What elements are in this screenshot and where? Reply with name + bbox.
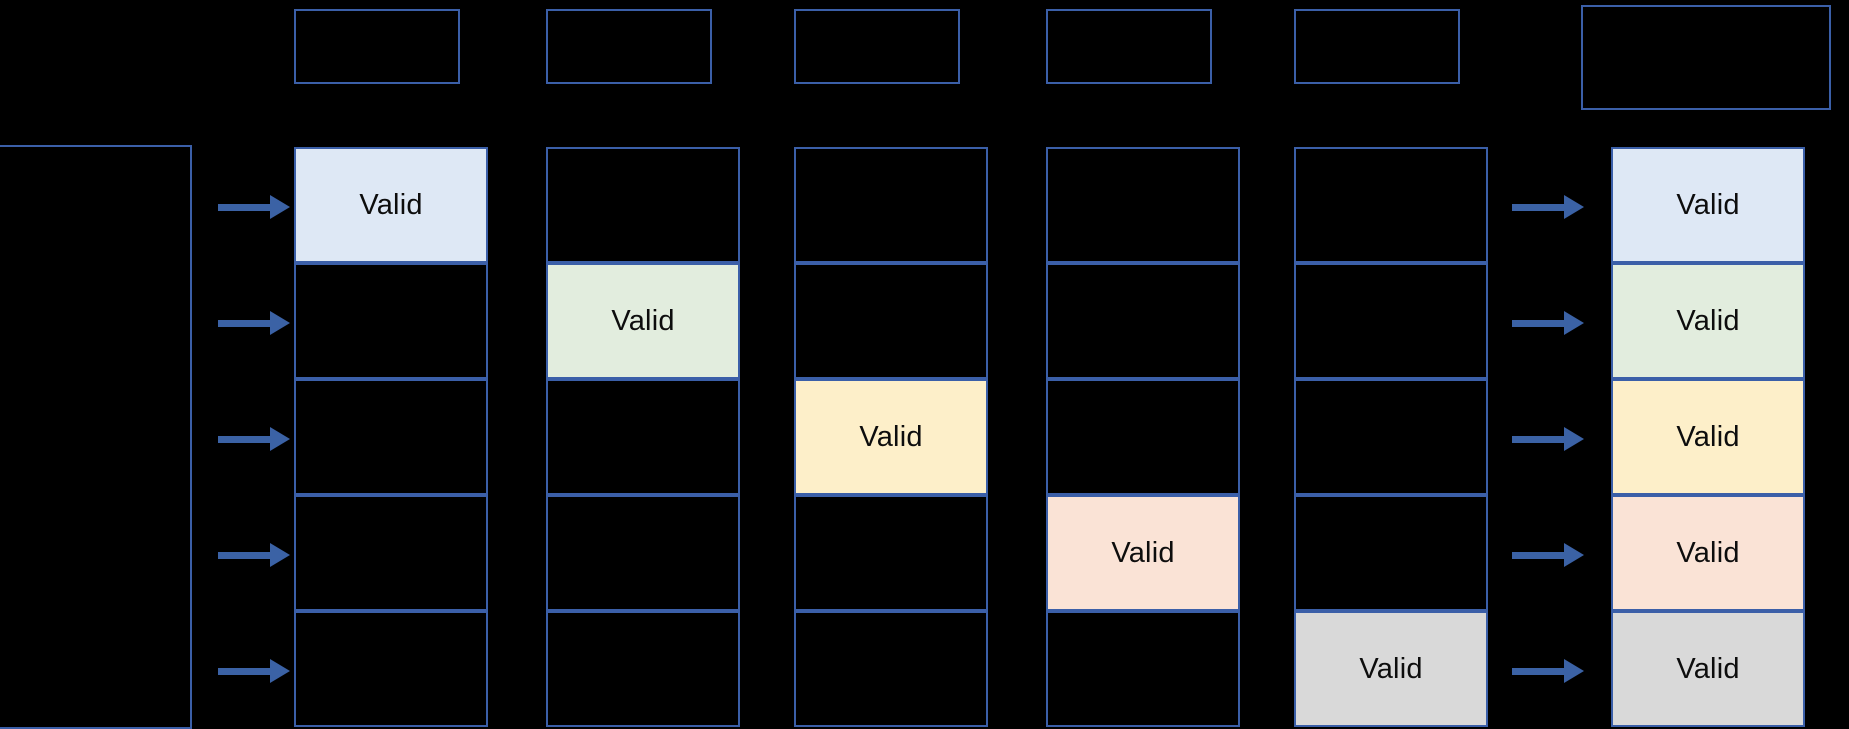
cell-label: Valid	[359, 188, 423, 221]
arrow-shaft	[218, 668, 270, 675]
header-box-3	[794, 9, 960, 84]
empty-cell	[1294, 495, 1488, 611]
arrow-shaft	[218, 552, 270, 559]
header-box-5	[1294, 9, 1460, 84]
cell-label: Valid	[611, 304, 675, 337]
arrow-head-icon	[270, 195, 290, 219]
cell-label: Valid	[859, 420, 923, 453]
arrow-out-row-5	[1512, 659, 1584, 683]
empty-cell	[794, 147, 988, 263]
cell-label: Valid	[1676, 304, 1740, 337]
arrow-head-icon	[1564, 195, 1584, 219]
arrow-in-row-3	[218, 427, 290, 451]
valid-cell: Valid	[794, 379, 988, 495]
header-box-4	[1046, 9, 1212, 84]
cell-label: Valid	[1676, 536, 1740, 569]
arrow-head-icon	[270, 427, 290, 451]
arrow-shaft	[1512, 668, 1564, 675]
empty-cell	[1294, 147, 1488, 263]
valid-cell: Valid	[294, 147, 488, 263]
arrow-head-icon	[1564, 543, 1584, 567]
valid-cell: Valid	[1046, 495, 1240, 611]
valid-cell: Valid	[1611, 379, 1805, 495]
empty-cell	[794, 263, 988, 379]
empty-cell	[546, 611, 740, 727]
arrow-shaft	[1512, 436, 1564, 443]
cell-label: Valid	[1676, 652, 1740, 685]
empty-cell	[1046, 611, 1240, 727]
empty-cell	[546, 495, 740, 611]
arrow-in-row-4	[218, 543, 290, 567]
valid-cell: Valid	[1611, 611, 1805, 727]
arrow-head-icon	[270, 543, 290, 567]
valid-cell: Valid	[1294, 611, 1488, 727]
valid-cell: Valid	[1611, 495, 1805, 611]
source-box	[0, 145, 192, 729]
cell-label: Valid	[1676, 420, 1740, 453]
empty-cell	[294, 379, 488, 495]
arrow-shaft	[1512, 320, 1564, 327]
arrow-shaft	[1512, 204, 1564, 211]
arrow-head-icon	[1564, 427, 1584, 451]
arrow-out-row-3	[1512, 427, 1584, 451]
cell-label: Valid	[1111, 536, 1175, 569]
arrow-out-row-2	[1512, 311, 1584, 335]
arrow-in-row-1	[218, 195, 290, 219]
empty-cell	[294, 611, 488, 727]
empty-cell	[546, 379, 740, 495]
header-box-2	[546, 9, 712, 84]
arrow-in-row-5	[218, 659, 290, 683]
arrow-shaft	[1512, 552, 1564, 559]
arrow-out-row-1	[1512, 195, 1584, 219]
arrow-in-row-2	[218, 311, 290, 335]
empty-cell	[294, 495, 488, 611]
arrow-shaft	[218, 436, 270, 443]
arrow-shaft	[218, 320, 270, 327]
empty-cell	[1046, 147, 1240, 263]
cell-label: Valid	[1676, 188, 1740, 221]
arrow-head-icon	[270, 659, 290, 683]
valid-cell: Valid	[1611, 147, 1805, 263]
arrow-out-row-4	[1512, 543, 1584, 567]
header-box-6	[1581, 5, 1831, 110]
header-box-1	[294, 9, 460, 84]
empty-cell	[794, 495, 988, 611]
empty-cell	[1294, 263, 1488, 379]
arrow-shaft	[218, 204, 270, 211]
empty-cell	[1294, 379, 1488, 495]
arrow-head-icon	[270, 311, 290, 335]
empty-cell	[546, 147, 740, 263]
empty-cell	[1046, 379, 1240, 495]
arrow-head-icon	[1564, 659, 1584, 683]
cell-label: Valid	[1359, 652, 1423, 685]
valid-cell: Valid	[546, 263, 740, 379]
empty-cell	[1046, 263, 1240, 379]
valid-cell: Valid	[1611, 263, 1805, 379]
empty-cell	[794, 611, 988, 727]
empty-cell	[294, 263, 488, 379]
arrow-head-icon	[1564, 311, 1584, 335]
